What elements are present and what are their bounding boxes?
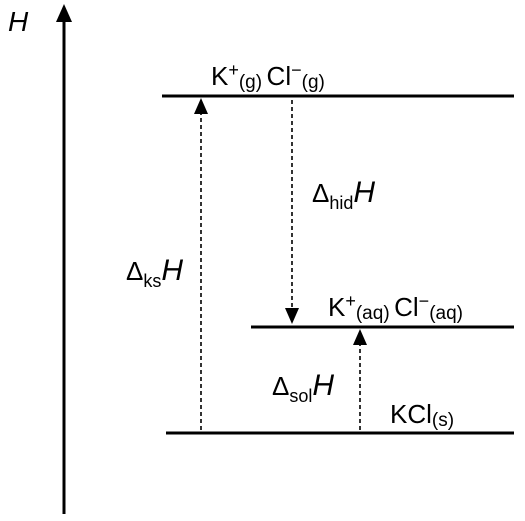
enthalpy-axis-arrowhead [56, 4, 72, 22]
hydration-arrowhead [285, 308, 299, 324]
gas-anion-charge: − [291, 60, 302, 80]
solution-delta: Δ [272, 371, 290, 401]
hydration-subscript: hid [329, 193, 354, 213]
label-aqueous-ions: K+(aq) Cl−(aq) [328, 292, 463, 323]
solution-subscript: sol [289, 386, 313, 406]
gas-anion-state: (g) [301, 72, 325, 93]
aq-cation: K [328, 292, 346, 322]
aq-cation-state: (aq) [355, 303, 390, 324]
label-lattice-enthalpy: ΔksH [126, 254, 184, 291]
axis-label: H [8, 6, 29, 37]
label-hydration-enthalpy: ΔhidH [312, 176, 376, 213]
gas-cation-state: (g) [238, 72, 263, 93]
lattice-symbol: H [161, 254, 184, 287]
lattice-arrowhead [194, 98, 208, 114]
gas-cation: K [211, 61, 229, 91]
lattice-subscript: ks [143, 271, 162, 291]
solid-state: (s) [431, 410, 455, 431]
gas-anion: Cl [266, 61, 292, 91]
solution-arrowhead [353, 329, 367, 345]
label-gas-ions: K+(g) Cl−(g) [211, 61, 325, 92]
lattice-delta: Δ [126, 256, 144, 286]
hydration-delta: Δ [312, 178, 330, 208]
aq-anion: Cl [394, 292, 419, 322]
label-solution-enthalpy: ΔsolH [272, 369, 335, 406]
hydration-symbol: H [353, 176, 376, 209]
solution-symbol: H [312, 369, 335, 402]
label-solid: KCl(s) [390, 401, 454, 430]
gas-cation-charge: + [228, 60, 239, 80]
aq-anion-charge: − [418, 291, 430, 311]
solid-formula: KCl [390, 399, 432, 429]
aq-anion-state: (aq) [429, 303, 463, 324]
aq-cation-charge: + [345, 291, 356, 311]
